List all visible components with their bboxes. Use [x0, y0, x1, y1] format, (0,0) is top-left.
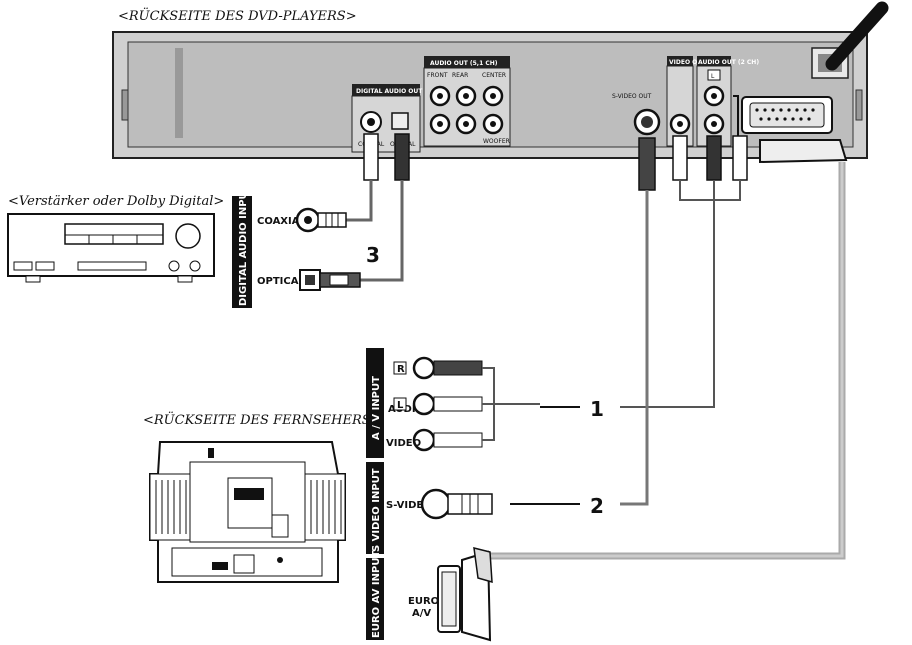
caption-tv-rear: <RÜCKSEITE DES FERNSEHERS>: [143, 411, 382, 428]
scart-out-connector: [741, 96, 848, 164]
label-woofer: WOOFER: [483, 138, 510, 145]
label-svideo: S-VIDEO: [386, 500, 432, 511]
label-video: VIDEO: [386, 438, 421, 449]
label-rear: REAR: [452, 72, 468, 79]
av-cable-bundle: [620, 95, 748, 408]
video-audio-out-panel: VIDEO OUT AUDIO OUT (2 CH) L: [666, 56, 759, 147]
label-audio-out-51: AUDIO OUT (5,1 CH): [430, 60, 498, 67]
euro-av-input-bar: EURO AV INPUT: [366, 551, 384, 640]
av-input-bar: A / V INPUT: [366, 348, 384, 458]
label-audio-out-2ch: AUDIO OUT (2 CH): [698, 59, 759, 66]
label-av: A/V: [412, 608, 431, 619]
svideo-input-bar: S VIDEO INPUT: [366, 462, 384, 554]
label-l-2ch: L: [711, 73, 715, 80]
label-euro-av-input: EURO AV INPUT: [371, 551, 382, 638]
label-center: CENTER: [482, 72, 506, 79]
label-digital-audio-input: DIGITAL AUDIO INPUT: [238, 184, 249, 306]
label-euro: EURO: [408, 596, 439, 607]
label-video-out: VIDEO OUT: [669, 59, 707, 66]
audio-out-51-panel: AUDIO OUT (5,1 CH) FRONT REAR CENTER WOO…: [423, 56, 511, 147]
callout-1: 1: [590, 397, 604, 421]
callout-3: 3: [366, 243, 380, 267]
coaxial-input-plug: [295, 207, 347, 233]
label-l: L: [397, 400, 404, 411]
optical-out-jack: [391, 112, 409, 130]
label-optical: OPTICAL: [257, 276, 305, 287]
svideo-cable: [620, 137, 656, 506]
power-cord: [811, 1, 889, 79]
amplifier-front: [7, 213, 215, 283]
caption-amplifier: <Verstärker oder Dolby Digital>: [8, 194, 224, 209]
digital-audio-input-bar: DIGITAL AUDIO INPUT: [232, 184, 252, 308]
label-r: R: [397, 364, 405, 375]
scart-input-connector: [437, 547, 493, 642]
digital-audio-cables: [345, 133, 410, 282]
optical-input-plug: [299, 269, 361, 291]
label-front: FRONT: [427, 72, 448, 79]
digital-audio-out-panel: DIGITAL AUDIO OUT COAXIAL OPTICAL: [351, 84, 423, 153]
tv-rear: [149, 441, 346, 583]
av-input-plugs: R L: [393, 356, 540, 452]
scart-cable: [490, 162, 846, 560]
svideo-out-jack: S-VIDEO OUT: [612, 93, 661, 136]
callout-2: 2: [590, 494, 604, 518]
caption-dvd-rear: <RÜCKSEITE DES DVD-PLAYERS>: [118, 7, 357, 24]
label-svideo-out: S-VIDEO OUT: [612, 93, 652, 100]
label-coaxial: COAXIAL: [257, 216, 306, 227]
label-digital-audio-out: DIGITAL AUDIO OUT: [356, 88, 423, 95]
svideo-input-plug: [420, 488, 493, 520]
label-svideo-input: S VIDEO INPUT: [371, 468, 382, 552]
label-av-input: A / V INPUT: [371, 376, 382, 440]
